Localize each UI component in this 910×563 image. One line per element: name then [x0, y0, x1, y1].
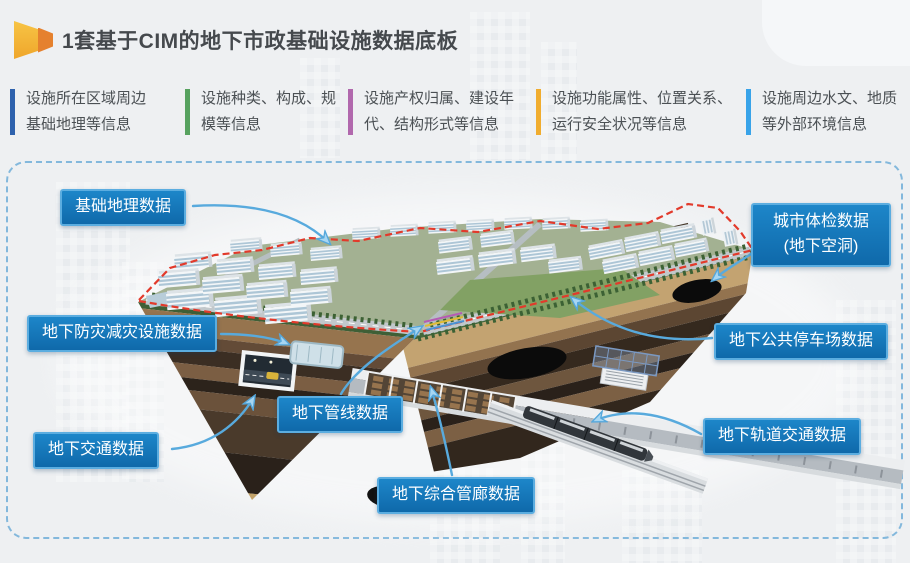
pennant-large-icon	[14, 21, 41, 59]
color-bar	[348, 89, 353, 135]
label-public-parking: 地下公共停车场数据	[714, 323, 889, 360]
info-text: 设施功能属性、位置关系、运行安全状况等信息	[552, 90, 733, 133]
pennant-small-icon	[38, 27, 53, 53]
info-text: 设施种类、构成、规模等信息	[201, 90, 337, 133]
background-building-silhouette	[470, 12, 530, 160]
label-pipelines: 地下管线数据	[277, 396, 404, 433]
color-bar	[185, 89, 190, 135]
info-text: 设施周边水文、地质等外部环境信息	[762, 90, 898, 133]
info-text: 设施产权归属、建设年代、结构形式等信息	[364, 90, 515, 133]
info-item-region-geography: 设施所在区域周边基础地理等信息	[10, 86, 176, 138]
info-item-ownership-structure: 设施产权归属、建设年代、结构形式等信息	[348, 86, 530, 138]
label-disaster-prevention: 地下防灾减灾设施数据	[27, 315, 218, 352]
label-underground-traffic: 地下交通数据	[33, 432, 160, 469]
info-item-type-scale: 设施种类、构成、规模等信息	[185, 86, 341, 138]
label-city-checkup: 城市体检数据 (地下空洞)	[751, 203, 892, 267]
color-bar	[746, 89, 751, 135]
title-pennant-icon	[14, 21, 53, 59]
diagram-panel	[6, 161, 903, 539]
header: 1套基于CIM的地下市政基础设施数据底板	[14, 21, 458, 59]
label-basic-geography: 基础地理数据	[60, 189, 187, 226]
color-bar	[10, 89, 15, 135]
info-text: 设施所在区域周边基础地理等信息	[26, 90, 147, 133]
page-title: 1套基于CIM的地下市政基础设施数据底板	[62, 30, 459, 53]
label-utility-tunnel: 地下综合管廊数据	[377, 477, 536, 514]
background-building-silhouette	[300, 58, 340, 158]
color-bar	[536, 89, 541, 135]
label-rail-transit: 地下轨道交通数据	[703, 418, 862, 455]
info-item-function-safety: 设施功能属性、位置关系、运行安全状况等信息	[536, 86, 740, 138]
background-building-silhouette	[541, 42, 577, 160]
info-item-environment: 设施周边水文、地质等外部环境信息	[746, 86, 906, 138]
background-corner-shape	[762, 0, 910, 66]
